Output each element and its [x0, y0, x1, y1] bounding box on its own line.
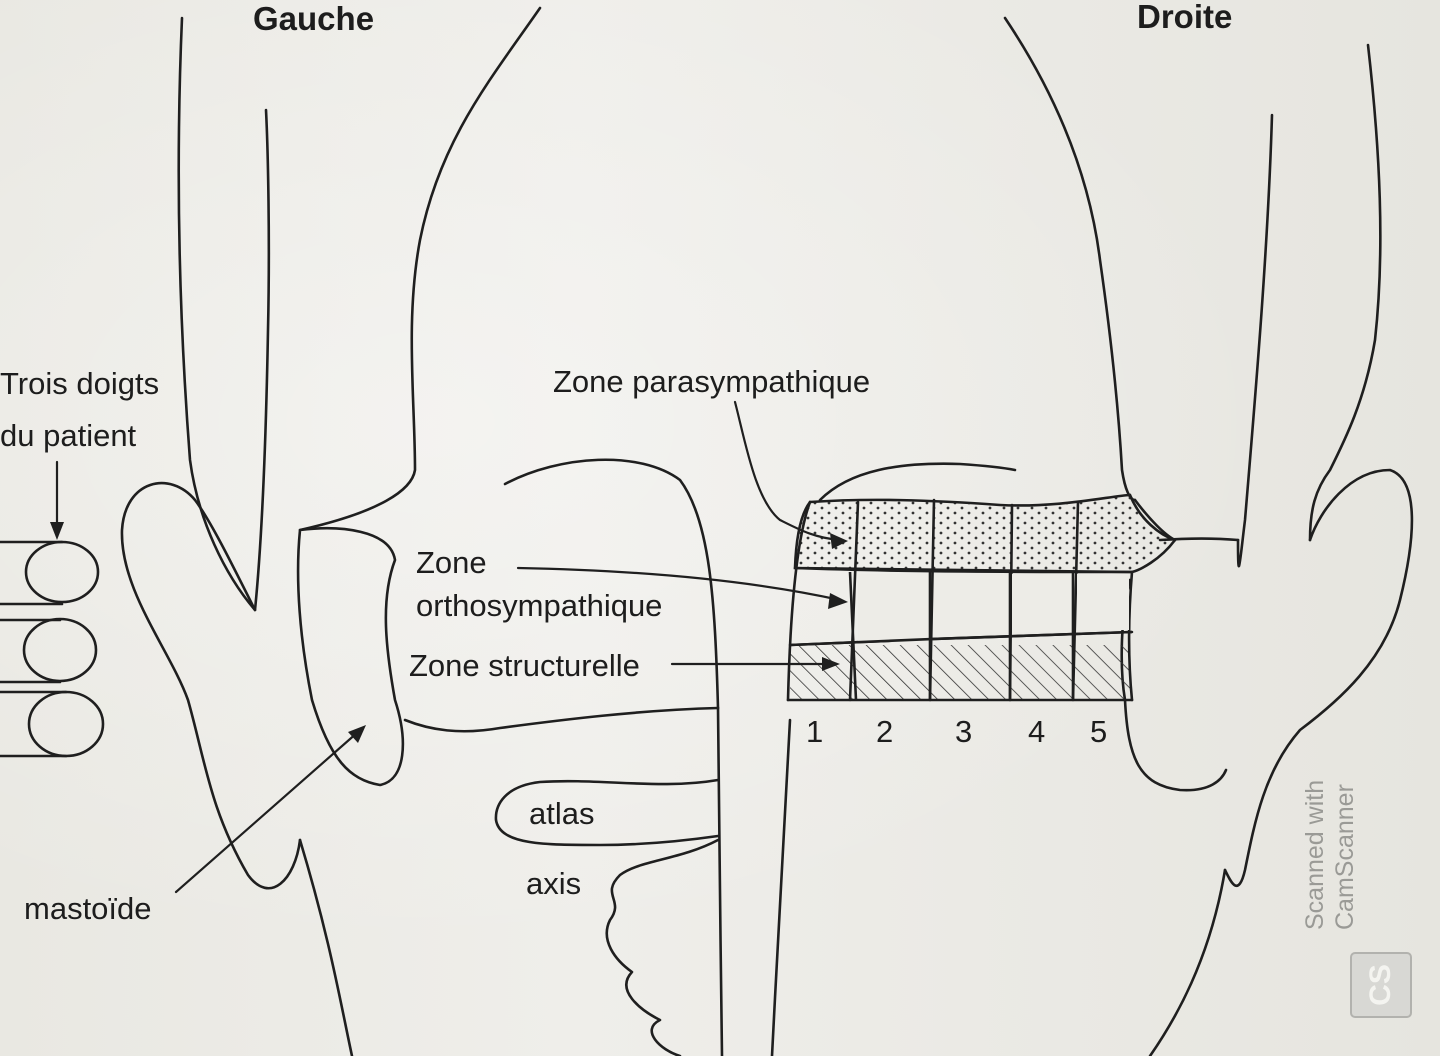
left-neck-line: [403, 706, 720, 733]
atlas-outline: [494, 778, 720, 847]
label-orthosympathetic-line-1: Zone: [416, 545, 487, 580]
right-head-outline: [1003, 16, 1137, 502]
structural-band: [790, 645, 1130, 700]
mastoid-process: [296, 527, 405, 787]
label-orthosympathetic-line-2: orthosympathique: [416, 588, 663, 623]
label-parasympathetic: Zone parasympathique: [553, 364, 871, 399]
jaw-curve: [503, 458, 720, 710]
label-axis: axis: [526, 866, 582, 901]
axis-outline: [605, 838, 720, 1056]
label-structural: Zone structurelle: [409, 648, 640, 683]
label-mastoid: mastoïde: [24, 891, 152, 926]
grid-col-line-1: [848, 500, 860, 702]
zones-grid: [786, 493, 1178, 702]
grid-column-label-2: 2: [876, 714, 894, 749]
parasympathetic-band: [793, 493, 1178, 574]
right-ear: [1223, 468, 1414, 888]
label-fingers-line-1: Trois doigts: [0, 366, 160, 401]
heading-right: Droite: [1137, 0, 1233, 35]
grid-column-label-4: 4: [1028, 714, 1046, 749]
grid-column-label-1: 1: [806, 714, 824, 749]
right-cervical-curve: [1120, 578, 1228, 792]
finger-3: [27, 690, 105, 758]
finger-1: [24, 540, 100, 604]
left-head-outline: [298, 6, 542, 532]
left-ear: [120, 482, 302, 890]
heading-left: Gauche: [253, 0, 375, 37]
grid-row-line-1: [793, 566, 1134, 574]
watermark-text: Scanned with CamScanner: [1301, 779, 1359, 930]
right-lower-outline: [1148, 868, 1227, 1056]
right-inner-line: [1236, 113, 1274, 568]
arrow-parasympathetic: [733, 400, 842, 542]
left-head-inner-line: [177, 16, 271, 612]
camscanner-logo-icon: CS: [1350, 952, 1412, 1018]
right-outer-line: [1308, 43, 1382, 542]
grid-right-edge: [1127, 570, 1134, 702]
spine-inner-line: [770, 718, 792, 1056]
grid-column-label-3: 3: [955, 714, 973, 749]
grid-left-edge: [786, 500, 812, 702]
finger-2: [22, 617, 98, 683]
left-occiput: [298, 838, 354, 1056]
label-fingers-line-2: du patient: [0, 418, 137, 453]
watermark-logo-text: CS: [1364, 964, 1397, 1006]
arrow-orthosympathetic: [516, 566, 842, 602]
skull-base-line: [818, 462, 1017, 502]
patient-fingers: [0, 540, 105, 758]
label-atlas: atlas: [529, 796, 595, 831]
grid-column-label-5: 5: [1090, 714, 1108, 749]
arrow-mastoid: [174, 730, 360, 894]
spine-left-edge: [716, 706, 724, 1056]
